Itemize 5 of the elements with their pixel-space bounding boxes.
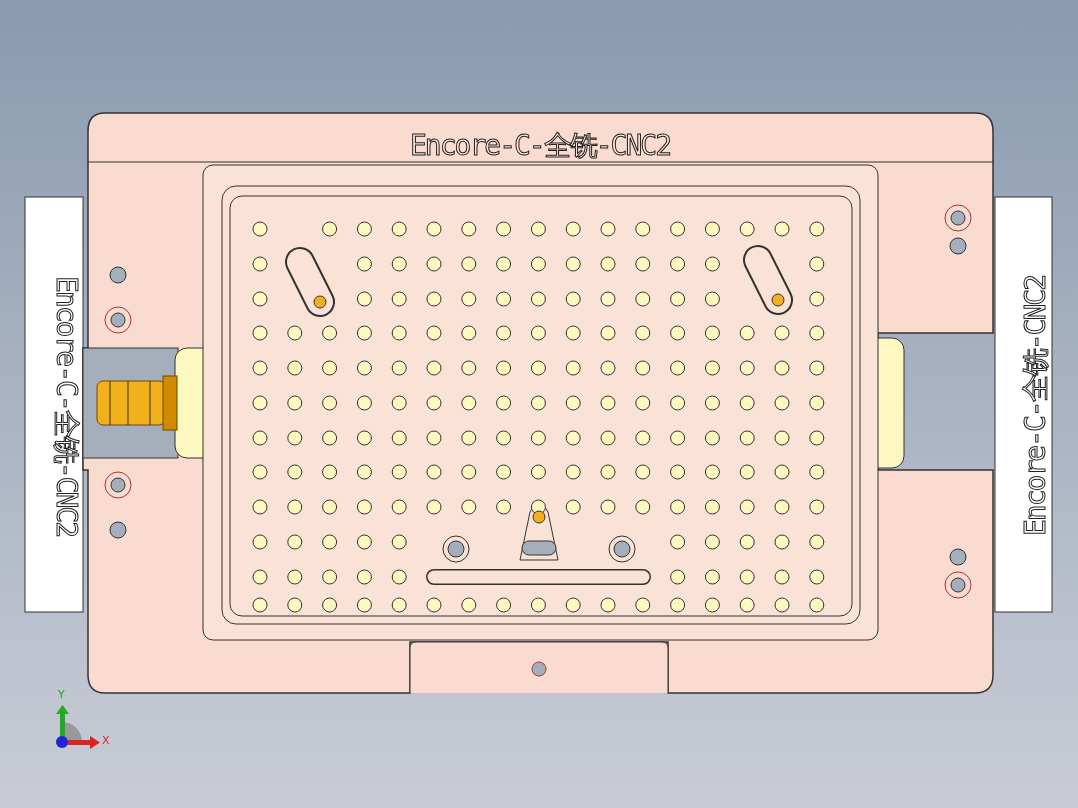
engraved-label: Encore-C-全铣-CNC2 bbox=[1021, 276, 1051, 536]
axis-label: Y bbox=[58, 689, 65, 701]
engraved-label: Encore-C-全铣-CNC2 bbox=[410, 131, 670, 161]
axis-label: X bbox=[102, 735, 110, 747]
engraved-label: Encore-C-全铣-CNC2 bbox=[51, 276, 81, 536]
